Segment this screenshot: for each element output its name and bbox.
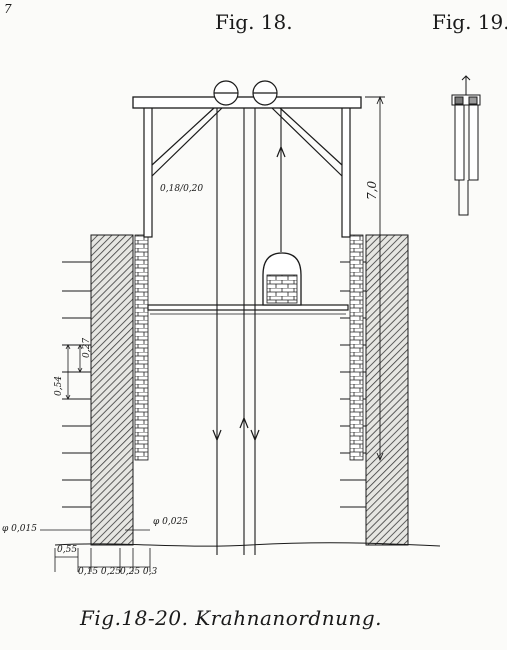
corner-mark: 7 [4, 2, 12, 16]
top-beam [132, 96, 362, 109]
base-width-label: 0,55 [57, 545, 78, 555]
right-wall [365, 234, 409, 546]
fig18-title: Fig. 18. [215, 10, 293, 34]
bottom-dimensions [40, 529, 151, 572]
beam-section-label: 0,18/0,20 [160, 184, 204, 194]
left-wall [90, 234, 134, 546]
left-offsets-label: 0,15 0,25 [78, 567, 121, 577]
ropes [216, 108, 282, 555]
spacing-label: 0,54 [54, 375, 64, 396]
height-dimension [365, 95, 385, 462]
brick-course-label: 0,27 [82, 337, 92, 358]
right-brick-lining [349, 234, 364, 461]
left-brick-lining [134, 234, 149, 461]
figure-caption: Fig.18-20. Krahnanordnung. [80, 606, 383, 630]
left-dimension [65, 344, 83, 400]
right-offsets-label: 0,25 0,3 [120, 567, 158, 577]
frame-posts [143, 106, 351, 238]
ground-line [54, 542, 441, 547]
sheaves [213, 80, 278, 106]
frame-braces [151, 107, 343, 177]
fig19-detail [451, 75, 481, 216]
diameter-left-label: φ 0,015 [2, 524, 37, 534]
rope-arrows [212, 145, 286, 442]
platform [147, 304, 349, 311]
left-ticks [62, 261, 91, 508]
diameter-right-label: φ 0,025 [153, 517, 188, 527]
brick-bucket [262, 252, 302, 306]
height-label: 7,0 [365, 180, 379, 200]
fig19-title: Fig. 19. [432, 10, 507, 34]
